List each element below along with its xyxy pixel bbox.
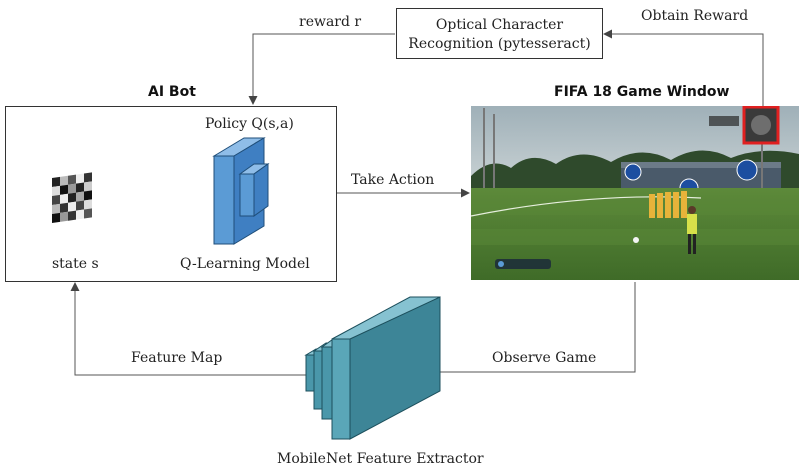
fifa-window-title: FIFA 18 Game Window [554, 84, 730, 100]
mobilenet-label: MobileNet Feature Extractor [277, 451, 484, 467]
state-grid-icon [52, 172, 92, 223]
ocr-box: Optical Character Recognition (pytessera… [396, 8, 603, 59]
reward-arrow [248, 33, 395, 105]
state-label: state s [52, 256, 99, 272]
observe-game-label: Observe Game [492, 350, 597, 366]
ai-bot-title: AI Bot [148, 84, 196, 100]
reward-label: reward r [299, 14, 362, 30]
ocr-line-1: Optical Character [435, 17, 564, 33]
take-action-label: Take Action [351, 172, 435, 188]
feature-map-arrow [70, 282, 306, 376]
fifa-game-screenshot [471, 106, 799, 280]
mobilenet-extractor-icon [304, 296, 441, 440]
reward-highlight-box [742, 106, 780, 145]
observe-game-arrow [397, 282, 636, 377]
q-learning-model-icon [212, 137, 270, 245]
obtain-reward-label: Obtain Reward [641, 8, 749, 24]
policy-label: Policy Q(s,a) [205, 116, 294, 132]
feature-map-label: Feature Map [131, 350, 223, 366]
ocr-line-2: Recognition (pytesseract) [408, 36, 591, 52]
obtain-reward-arrow [603, 29, 764, 106]
q-learning-model-label: Q-Learning Model [180, 256, 310, 272]
